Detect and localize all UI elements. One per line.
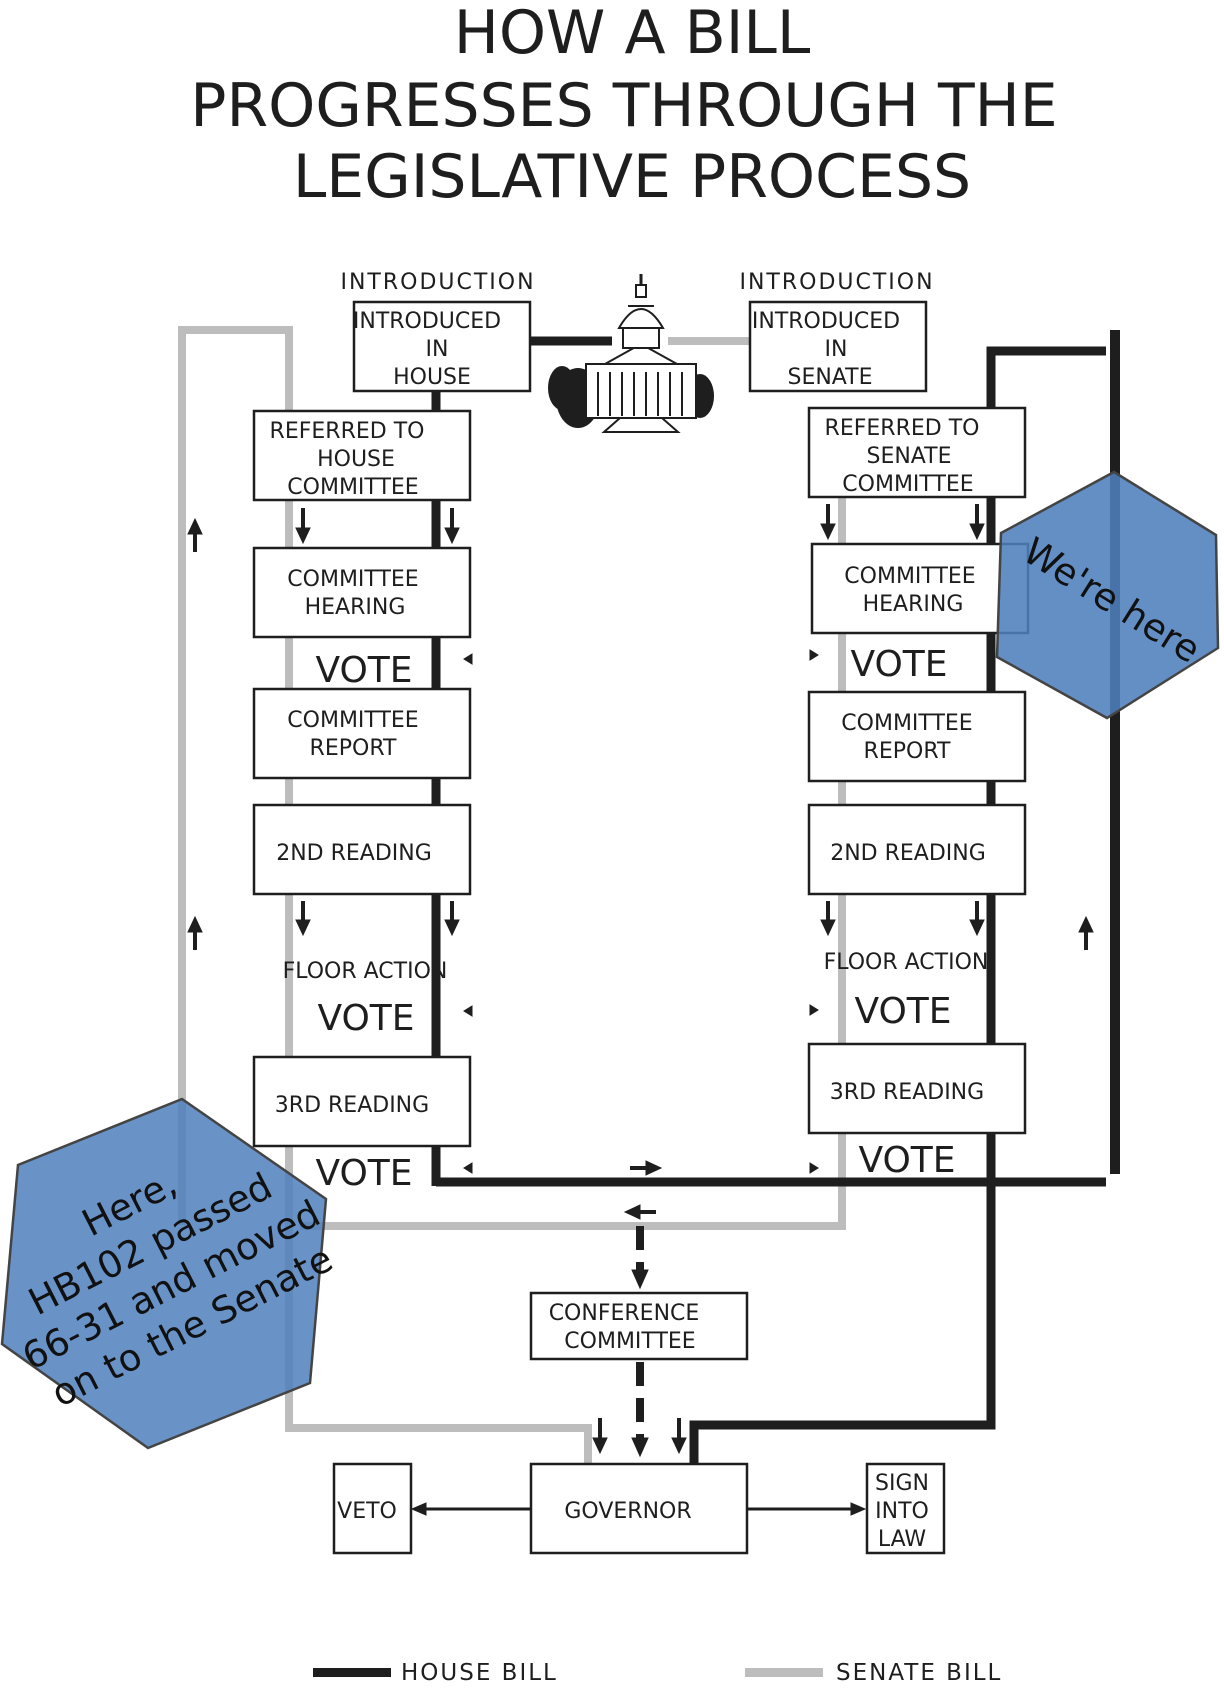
svg-text:IN: IN — [825, 337, 848, 362]
arrow-down-icon — [295, 901, 311, 937]
svg-text:COMMITTEE: COMMITTEE — [287, 567, 418, 592]
arrow-down-icon — [592, 1418, 608, 1455]
arrow-down-icon — [820, 504, 836, 541]
title-line-3: LEGISLATIVE PROCESS — [293, 142, 971, 212]
svg-text:COMMITTEE: COMMITTEE — [841, 711, 972, 736]
referred-to-house-committee-box: REFERRED TO HOUSE COMMITTEE — [252, 409, 472, 502]
house-third-reading-vote-label: VOTE — [315, 1153, 412, 1194]
conference-committee-box: CONFERENCE COMMITTEE — [529, 1291, 749, 1361]
right-annotation-bubble: We're here — [995, 470, 1220, 720]
svg-text:REPORT: REPORT — [864, 739, 951, 764]
svg-text:COMMITTEE: COMMITTEE — [564, 1329, 695, 1354]
arrows — [187, 504, 1094, 1516]
arrow-down-icon — [820, 901, 836, 937]
svg-text:VETO: VETO — [337, 1499, 397, 1524]
svg-text:SIGN: SIGN — [875, 1471, 929, 1496]
house-introduction-label: INTRODUCTION — [340, 270, 535, 295]
house-bill-legend-label: HOUSE BILL — [401, 1660, 558, 1686]
svg-text:LAW: LAW — [878, 1527, 927, 1552]
senate-3rd-reading-box: 3RD READING — [807, 1042, 1027, 1135]
arrow-down-icon — [969, 504, 985, 541]
svg-text:HOUSE: HOUSE — [393, 365, 471, 390]
house-floor-vote-label: VOTE — [317, 998, 414, 1039]
house-3rd-reading-box: 3RD READING — [252, 1055, 472, 1148]
senate-introduction-label: INTRODUCTION — [739, 270, 934, 295]
small-arrow-icon — [809, 1162, 819, 1174]
senate-floor-action-label: FLOOR ACTION — [824, 950, 989, 975]
introduced-in-senate-box: INTRODUCED IN SENATE — [748, 300, 928, 393]
arrow-up-icon — [1078, 915, 1094, 950]
house-committee-report-box: COMMITTEE REPORT — [252, 687, 472, 780]
governor-box: GOVERNOR — [529, 1462, 749, 1555]
senate-column: INTRODUCTION INTRODUCED IN SENATE REFERR… — [739, 270, 1030, 1181]
sign-into-law-box: SIGN INTO LAW — [865, 1462, 946, 1555]
house-2nd-reading-box: 2ND READING — [252, 803, 472, 896]
senate-third-reading-vote-label: VOTE — [858, 1140, 955, 1181]
referred-to-senate-committee-box: REFERRED TO SENATE COMMITTEE — [807, 406, 1027, 499]
arrow-down-icon — [444, 508, 460, 545]
arrow-left-icon — [623, 1204, 656, 1220]
svg-text:INTRODUCED: INTRODUCED — [752, 309, 900, 334]
svg-text:SENATE: SENATE — [866, 444, 951, 469]
small-arrow-icon — [463, 1162, 473, 1174]
arrow-left-icon — [410, 1502, 531, 1516]
svg-text:HEARING: HEARING — [305, 595, 406, 620]
arrow-down-icon — [969, 901, 985, 937]
arrow-down-icon — [444, 901, 460, 937]
arrow-right-icon — [746, 1502, 867, 1516]
house-committee-hearing-box: COMMITTEE HEARING — [252, 546, 472, 639]
svg-text:GOVERNOR: GOVERNOR — [564, 1499, 691, 1524]
senate-committee-report-box: COMMITTEE REPORT — [807, 690, 1027, 783]
svg-text:COMMITTEE: COMMITTEE — [287, 708, 418, 733]
house-floor-action-label: FLOOR ACTION — [283, 959, 448, 984]
title-line-2: PROGRESSES THROUGH THE — [190, 71, 1057, 141]
arrow-down-icon — [631, 1437, 649, 1458]
svg-text:2ND READING: 2ND READING — [830, 841, 986, 866]
senate-bill-swatch — [745, 1668, 823, 1677]
arrow-down-icon — [295, 508, 311, 545]
svg-text:COMMITTEE: COMMITTEE — [287, 475, 418, 500]
small-arrow-icon — [809, 649, 819, 661]
veto-box: VETO — [332, 1462, 413, 1555]
svg-text:IN: IN — [426, 337, 449, 362]
small-arrow-icon — [463, 1005, 473, 1017]
house-bill-swatch — [313, 1668, 391, 1677]
page-title: HOW A BILL PROGRESSES THROUGH THE LEGISL… — [190, 0, 1057, 212]
svg-text:HEARING: HEARING — [863, 592, 964, 617]
senate-2nd-reading-box: 2ND READING — [807, 803, 1027, 896]
arrow-down-icon — [631, 1269, 649, 1290]
senate-floor-vote-label: VOTE — [854, 991, 951, 1032]
legend: HOUSE BILL SENATE BILL — [313, 1660, 1002, 1686]
title-line-1: HOW A BILL — [454, 0, 811, 68]
svg-text:2ND READING: 2ND READING — [276, 841, 432, 866]
house-committee-vote-label: VOTE — [315, 650, 412, 691]
svg-text:HOUSE: HOUSE — [317, 447, 395, 472]
svg-text:3RD READING: 3RD READING — [830, 1080, 984, 1105]
arrow-down-icon — [671, 1418, 687, 1455]
svg-text:3RD READING: 3RD READING — [275, 1093, 429, 1118]
svg-text:REFERRED TO: REFERRED TO — [825, 416, 980, 441]
svg-text:CONFERENCE: CONFERENCE — [549, 1301, 700, 1326]
arrow-right-icon — [630, 1160, 663, 1176]
capitol-building-icon — [548, 274, 714, 433]
house-column: INTRODUCTION INTRODUCED IN HOUSE REFERRE… — [252, 270, 535, 1194]
svg-text:REPORT: REPORT — [310, 736, 397, 761]
svg-text:INTRODUCED: INTRODUCED — [353, 309, 501, 334]
senate-committee-vote-label: VOTE — [850, 644, 947, 685]
left-annotation-bubble: Here, HB102 passed 66-31 and moved on to… — [0, 1097, 339, 1450]
svg-text:REFERRED TO: REFERRED TO — [270, 419, 425, 444]
introduced-in-house-box: INTRODUCED IN HOUSE — [352, 300, 532, 393]
house-senate-line — [689, 346, 1106, 1466]
senate-committee-hearing-box: COMMITTEE HEARING — [810, 542, 1030, 635]
small-arrow-icon — [809, 1004, 819, 1016]
arrow-up-icon — [187, 517, 203, 552]
svg-text:INTO: INTO — [875, 1499, 929, 1524]
arrow-up-icon — [187, 915, 203, 950]
svg-text:COMMITTEE: COMMITTEE — [844, 564, 975, 589]
senate-bill-legend-label: SENATE BILL — [836, 1660, 1002, 1686]
svg-text:SENATE: SENATE — [787, 365, 872, 390]
svg-text:COMMITTEE: COMMITTEE — [842, 472, 973, 497]
small-arrow-icon — [463, 653, 473, 665]
